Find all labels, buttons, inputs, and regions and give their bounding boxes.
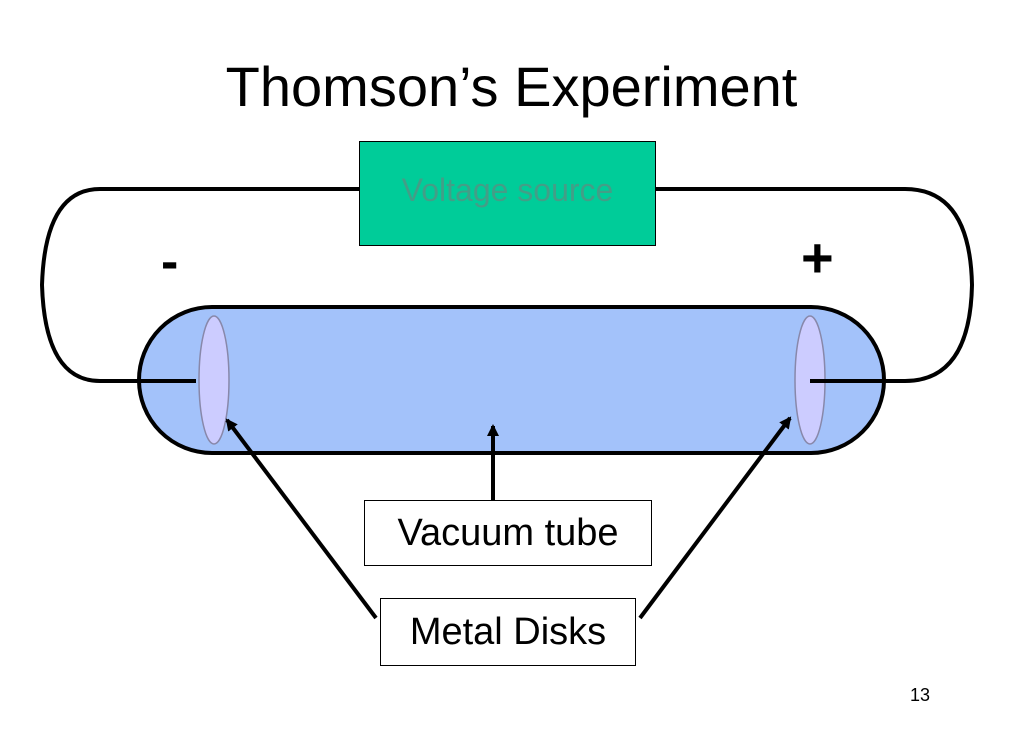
voltage-source-label: Voltage source [401, 172, 614, 208]
page-number: 13 [909, 685, 931, 705]
negative-terminal-sign: - [161, 233, 179, 291]
voltage-source-box: Voltage source [359, 141, 656, 246]
positive-terminal-sign: + [801, 226, 834, 289]
left-disk-arrow [225, 418, 378, 620]
vacuum-tube-label: Vacuum tube [364, 500, 652, 566]
metal-disks-label: Metal Disks [380, 598, 636, 666]
metal-disk-left [198, 315, 230, 445]
right-disk-arrow [638, 416, 792, 620]
vacuum-tube [137, 305, 886, 455]
slide-title: Thomson’s Experiment [225, 55, 798, 118]
top-wire [39, 187, 360, 383]
top-wire-right [656, 187, 975, 383]
